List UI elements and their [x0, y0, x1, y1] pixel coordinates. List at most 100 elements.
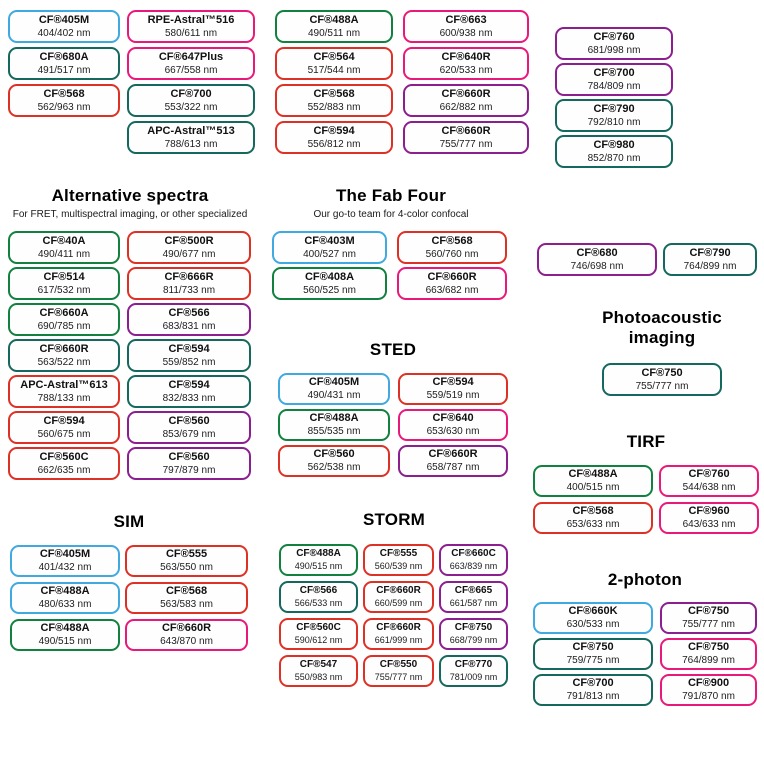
dye-name: CF®488A [309, 13, 359, 26]
dye-excitation-emission: 788/133 nm [37, 392, 91, 404]
dye-excitation-emission: 560/760 nm [425, 248, 479, 260]
dye-name: CF®594 [432, 376, 474, 388]
dye-excitation-emission: 662/635 nm [37, 464, 91, 476]
dye-excitation-emission: 755/777 nm [439, 138, 493, 150]
dye-excitation-emission: 490/411 nm [37, 248, 91, 260]
dye-excitation-emission: 552/883 nm [307, 101, 361, 113]
dye-name: APC-Astral™513 [147, 124, 235, 137]
dye-excitation-emission: 755/777 nm [682, 619, 735, 630]
dye-excitation-emission: 690/785 nm [37, 320, 91, 332]
dye-excitation-emission: 620/533 nm [439, 64, 493, 76]
dye-excitation-emission: 553/322 nm [164, 101, 218, 113]
dye-excitation-emission: 791/813 nm [566, 691, 620, 702]
dye-excitation-emission: 480/633 nm [38, 599, 92, 610]
dye-name: CF®660K [568, 605, 618, 617]
dye-excitation-emission: 560/675 nm [37, 428, 91, 440]
dye-pill-cf660r: CF®660R 660/599 nm [363, 581, 434, 613]
dye-excitation-emission: 811/733 nm [162, 284, 216, 296]
dye-name: CF®568 [165, 585, 208, 597]
dye-pill-cf660r: CF®660R 661/999 nm [363, 618, 434, 650]
dye-name: CF®750 [572, 641, 614, 653]
dye-name: CF®660R [161, 622, 212, 634]
dye-excitation-emission: 781/009 nm [449, 672, 498, 682]
dye-excitation-emission: 400/527 nm [303, 248, 356, 260]
dye-name: CF®750 [641, 366, 683, 379]
group-fab-four: The Fab Four Our go-to team for 4-color … [272, 186, 510, 300]
dye-name: CF®405M [308, 376, 360, 388]
dye-name: CF®660R [376, 622, 421, 633]
dye-name: CF®560 [168, 414, 210, 427]
dye-excitation-emission: 667/558 nm [164, 64, 218, 76]
dye-excitation-emission: 661/999 nm [374, 635, 423, 645]
dye-name: CF®403M [304, 234, 355, 247]
dye-name: CF®660R [428, 448, 478, 460]
dye-excitation-emission: 544/638 nm [682, 482, 736, 493]
dye-excitation-emission: 660/599 nm [374, 598, 423, 608]
dye-excitation-emission: 764/899 nm [682, 655, 735, 666]
dye-excitation-emission: 404/402 nm [37, 27, 91, 39]
dye-excitation-emission: 490/515 nm [38, 636, 92, 647]
dye-name: CF®700 [572, 677, 614, 689]
dye-name: RPE-Astral™516 [147, 13, 235, 26]
dye-name: CF®700 [593, 66, 635, 79]
dye-name: CF®514 [43, 270, 85, 283]
dye-excitation-emission: 630/533 nm [566, 619, 620, 630]
empty-cell [8, 121, 120, 154]
dye-excitation-emission: 681/998 nm [587, 44, 641, 56]
section-title: SIM [113, 512, 145, 531]
dye-name: CF®566 [299, 585, 338, 596]
dye-name: CF®550 [379, 659, 418, 670]
dye-name: CF®564 [313, 50, 355, 63]
dye-name: CF®560C [296, 622, 341, 633]
dye-excitation-emission: 562/538 nm [307, 462, 361, 473]
dye-excitation-emission: 755/777 nm [374, 672, 423, 682]
dye-name: CF®660R [376, 585, 421, 596]
dye-name: CF®488A [568, 468, 618, 480]
dye-excitation-emission: 662/882 nm [439, 101, 493, 113]
dye-pill-cf700: CF®700 791/813 nm [533, 674, 653, 706]
dye-excitation-emission: 852/870 nm [587, 152, 641, 164]
dye-excitation-emission: 580/611 nm [164, 27, 218, 39]
